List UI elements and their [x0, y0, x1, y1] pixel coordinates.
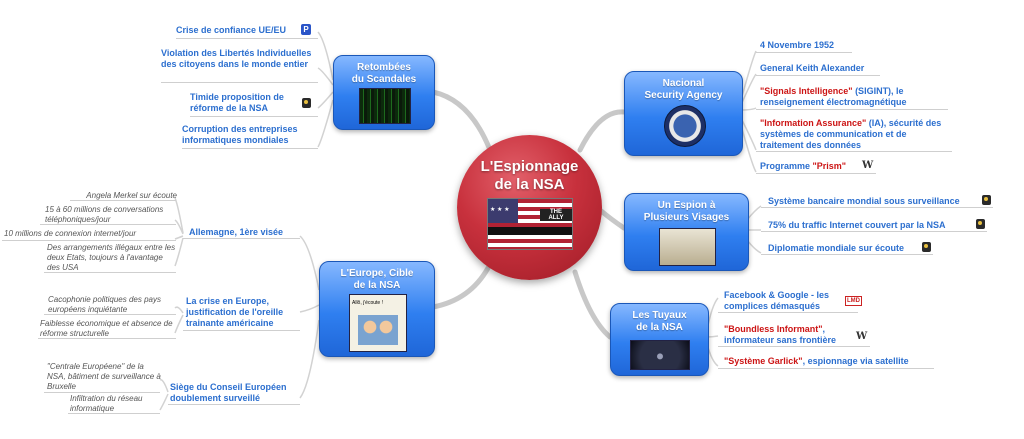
leaf-date-creation[interactable]: 4 Novembre 1952: [760, 40, 835, 50]
note-connexions: 10 millions de connexion internet/jour: [4, 229, 137, 238]
leaf-corruption[interactable]: Corruption des entreprises informatiques…: [182, 124, 298, 145]
leaf-violation-libertes[interactable]: Violation des Libertés Individuelles des…: [161, 48, 312, 69]
leaf-crise-confiance[interactable]: Crise de confiance UE/EU: [176, 25, 287, 35]
us-flag-image: THE ALLY: [487, 198, 573, 250]
leaf-boundless-informant[interactable]: "Boundless Informant", informateur sans …: [724, 324, 837, 345]
leaf-information-assurance[interactable]: "Information Assurance" (IA), sécurité d…: [760, 118, 942, 150]
europe-cartoon-image: [349, 294, 407, 352]
leaf-systeme-garlick[interactable]: "Système Garlick", espionnage via satell…: [724, 356, 909, 366]
flag-caption: THE ALLY: [540, 209, 572, 221]
note-conversations: 15 à 60 millions de conversations téléph…: [45, 205, 164, 224]
leaf-keith-alexander[interactable]: General Keith Alexander: [760, 63, 865, 73]
video-icon[interactable]: [982, 195, 991, 205]
video-icon[interactable]: [976, 219, 985, 229]
note-infiltration: Infiltration du réseau informatique: [70, 394, 143, 413]
leaf-facebook-google[interactable]: Facebook & Google - les complices démasq…: [724, 290, 830, 311]
video-icon[interactable]: [302, 98, 311, 108]
wikipedia-icon[interactable]: W: [862, 160, 874, 171]
note-merkel: Angela Merkel sur écoute: [86, 191, 177, 200]
sub-allemagne[interactable]: Allemagne, 1ère visée: [189, 227, 284, 237]
video-icon[interactable]: [922, 242, 931, 252]
wikipedia-icon[interactable]: W: [856, 331, 868, 342]
leaf-systeme-bancaire[interactable]: Système bancaire mondial sous surveillan…: [768, 196, 960, 206]
lmd-icon[interactable]: LMD: [845, 296, 862, 306]
surveillance-room-image: [630, 340, 690, 370]
leaf-reforme-nsa[interactable]: Timide proposition de réforme de la NSA: [190, 92, 284, 113]
leaf-diplomatie[interactable]: Diplomatie mondiale sur écoute: [768, 243, 905, 253]
leaf-trafic-internet[interactable]: 75% du traffic Internet couvert par la N…: [768, 220, 946, 230]
spy-cartoon-image: [659, 228, 716, 266]
nsa-seal-image: [664, 105, 706, 147]
matrix-code-image: [359, 88, 411, 124]
p-icon[interactable]: P: [301, 24, 311, 35]
leaf-sigint[interactable]: "Signals Intelligence" (SIGINT), le rens…: [760, 86, 907, 107]
sub-conseil-europeen[interactable]: Siège du Conseil Européen doublement sur…: [170, 382, 287, 403]
note-centrale-europeene: "Centrale Européene" de la NSA, bâtiment…: [47, 362, 161, 391]
leaf-prism[interactable]: Programme "Prism": [760, 161, 847, 171]
note-cacophonie: Cacophonie politiques des pays européens…: [48, 295, 161, 314]
note-faiblesse: Faiblesse économique et absence de réfor…: [40, 319, 173, 338]
note-arrangements: Des arrangements illégaux entre les deux…: [47, 243, 176, 272]
sub-crise-europe[interactable]: La crise en Europe, justification de l'o…: [186, 296, 284, 328]
